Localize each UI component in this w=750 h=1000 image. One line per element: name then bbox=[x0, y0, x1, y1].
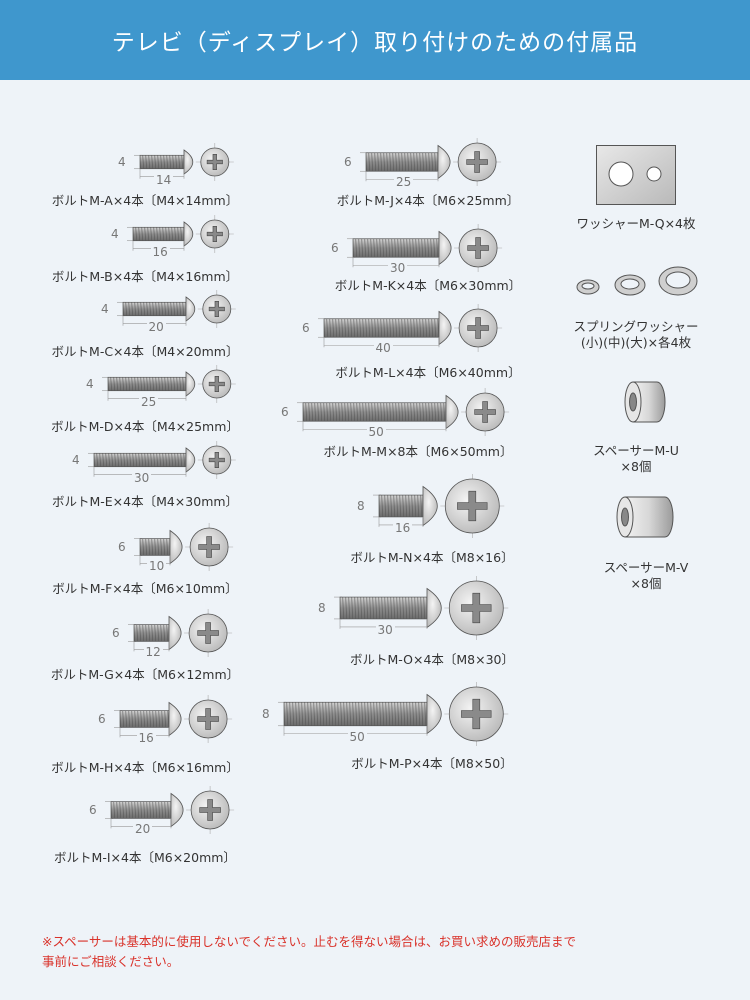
bolt-diameter: 6 bbox=[112, 626, 120, 640]
bolt-length: 16 bbox=[393, 520, 413, 535]
bolt-label: ボルトM-P×4本〔M8×50〕 bbox=[351, 756, 513, 771]
bolt-label: ボルトM-D×4本〔M4×25mm〕 bbox=[51, 419, 239, 434]
bolt-drawing bbox=[105, 786, 235, 834]
bolt-drawing bbox=[334, 576, 509, 640]
bolt-length: 50 bbox=[366, 425, 386, 440]
bolt-length: 12 bbox=[143, 645, 163, 660]
bolt-diameter: 6 bbox=[302, 321, 310, 335]
bolt-diameter: 4 bbox=[101, 302, 109, 316]
bolt-drawing bbox=[127, 215, 234, 253]
bolt-length: 25 bbox=[394, 175, 414, 190]
bolt-length: 50 bbox=[347, 729, 367, 744]
bolt-length: 14 bbox=[154, 172, 174, 187]
bolt-diameter: 4 bbox=[111, 227, 119, 241]
header-bar: テレビ（ディスプレイ）取り付けのための付属品 bbox=[0, 0, 750, 80]
bolt-diameter: 6 bbox=[331, 241, 339, 255]
bolt-drawing bbox=[278, 682, 509, 746]
spring-washer-label-line2: (小)(中)(大)×各4枚 bbox=[580, 335, 692, 350]
bolt-length: 30 bbox=[375, 622, 395, 637]
bolt-drawing bbox=[318, 304, 503, 352]
bolt-diameter: 8 bbox=[318, 601, 326, 615]
bolt-diameter: 4 bbox=[72, 453, 80, 467]
bolt-length: 10 bbox=[147, 559, 167, 574]
bolt-diameter: 8 bbox=[357, 499, 365, 513]
bolt-drawing bbox=[102, 365, 236, 403]
bolt-label: ボルトM-E×4本〔M4×30mm〕 bbox=[51, 494, 239, 509]
bolt-drawing bbox=[114, 695, 233, 743]
bolt-label: ボルトM-H×4本〔M6×16mm〕 bbox=[51, 760, 239, 775]
bolt-label: ボルトM-A×4本〔M4×14mm〕 bbox=[51, 193, 239, 208]
bolt-label: ボルトM-O×4本〔M8×30〕 bbox=[349, 652, 515, 667]
bolt-length: 16 bbox=[150, 244, 170, 259]
caution-note: ※スペーサーは基本的に使用しないでください。止むを得ない場合は、お買い求めの販売… bbox=[42, 932, 722, 972]
bolt-label: ボルトM-L×4本〔M6×40mm〕 bbox=[335, 365, 521, 380]
washer-q-label: ワッシャーM-Q×4枚 bbox=[576, 216, 696, 231]
spacer-u-image bbox=[624, 381, 666, 423]
spacer-v-label-line1: スペーサーM-V bbox=[603, 560, 689, 575]
bolt-label: ボルトM-J×4本〔M6×25mm〕 bbox=[336, 193, 520, 208]
bolt-length: 16 bbox=[136, 731, 156, 746]
bolt-drawing bbox=[360, 138, 502, 186]
bolt-length: 30 bbox=[132, 470, 152, 485]
bolt-diameter: 6 bbox=[118, 540, 126, 554]
bolt-diameter: 6 bbox=[281, 405, 289, 419]
bolt-diameter: 4 bbox=[86, 377, 94, 391]
bolt-drawing bbox=[134, 143, 234, 181]
bolt-drawing bbox=[347, 224, 503, 272]
bolt-label: ボルトM-N×4本〔M8×16〕 bbox=[350, 550, 514, 565]
bolt-length: 20 bbox=[146, 319, 166, 334]
bolt-diameter: 6 bbox=[98, 712, 106, 726]
bolt-diameter: 6 bbox=[344, 155, 352, 169]
bolt-length: 30 bbox=[388, 261, 408, 276]
caution-note-line2: 事前にご相談ください。 bbox=[42, 954, 180, 969]
bolt-drawing bbox=[117, 290, 236, 328]
page-title: テレビ（ディスプレイ）取り付けのための付属品 bbox=[111, 30, 639, 56]
bolt-diameter: 8 bbox=[262, 707, 270, 721]
washer-q-image bbox=[596, 145, 676, 205]
bolt-length: 25 bbox=[139, 394, 159, 409]
caution-note-line1: ※スペーサーは基本的に使用しないでください。止むを得ない場合は、お買い求めの販売… bbox=[42, 934, 576, 949]
bolt-length: 40 bbox=[373, 341, 393, 356]
bolt-label: ボルトM-M×8本〔M6×50mm〕 bbox=[323, 444, 513, 459]
bolt-label: ボルトM-K×4本〔M6×30mm〕 bbox=[334, 278, 522, 293]
spacer-u-label-line2: ×8個 bbox=[620, 459, 652, 474]
bolt-drawing bbox=[88, 441, 236, 479]
bolt-diameter: 4 bbox=[118, 155, 126, 169]
bolt-drawing bbox=[297, 388, 510, 436]
bolt-length: 20 bbox=[133, 822, 153, 837]
bolt-label: ボルトM-G×4本〔M6×12mm〕 bbox=[50, 667, 240, 682]
spring-washer-label-line1: スプリングワッシャー bbox=[573, 319, 699, 334]
bolt-label: ボルトM-B×4本〔M4×16mm〕 bbox=[51, 269, 239, 284]
bolt-label: ボルトM-F×4本〔M6×10mm〕 bbox=[52, 581, 238, 596]
bolt-label: ボルトM-C×4本〔M4×20mm〕 bbox=[51, 344, 239, 359]
bolt-drawing bbox=[373, 474, 505, 538]
spacer-v-image bbox=[616, 496, 674, 538]
bolt-drawing bbox=[128, 609, 233, 657]
spring-washers-image bbox=[576, 266, 698, 296]
bolt-label: ボルトM-I×4本〔M6×20mm〕 bbox=[54, 850, 236, 865]
spacer-v-label-line2: ×8個 bbox=[630, 576, 662, 591]
bolt-diameter: 6 bbox=[89, 803, 97, 817]
spacer-u-label-line1: スペーサーM-U bbox=[593, 443, 679, 458]
bolt-drawing bbox=[134, 523, 234, 571]
